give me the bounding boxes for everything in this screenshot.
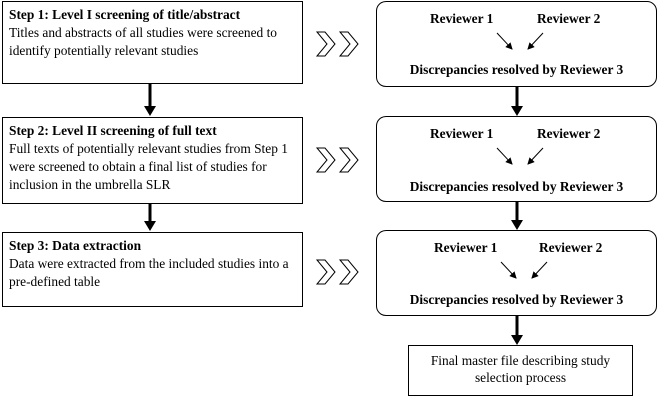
down-arrow-step1-step2 [144,84,156,116]
down-arrow-review1-review2 [511,87,523,116]
reviewer-2-label: Reviewer 2 [539,240,603,255]
review-box-1: Reviewer 1 Reviewer 2 Discrepancies reso… [376,1,657,87]
down-arrow-review3-final [511,316,523,345]
step-3-description: Data were extracted from the included st… [9,256,289,289]
down-arrow-step2-step3 [144,204,156,231]
reviewer-1-label: Reviewer 1 [430,11,494,26]
reviewer-convergence-arrows-3 [500,261,548,279]
double-chevron-icon [315,259,359,285]
final-master-file-box: Final master file describing study selec… [408,345,633,396]
reviewer-1-label: Reviewer 1 [434,240,498,255]
resolution-label: Discrepancies resolved by Reviewer 3 [409,179,624,194]
reviewer-2-label: Reviewer 2 [537,11,601,26]
reviewer-2-label: Reviewer 2 [537,126,601,141]
reviewer-1-label: Reviewer 1 [430,126,494,141]
resolution-label: Discrepancies resolved by Reviewer 3 [409,292,624,307]
step-1-description: Titles and abstracts of all studies were… [9,25,277,58]
resolution-label: Discrepancies resolved by Reviewer 3 [409,62,624,77]
double-chevron-icon [315,31,359,57]
step-1-title: Step 1: Level I screening of title/abstr… [9,7,241,22]
step-2-description: Full texts of potentially relevant studi… [9,141,288,192]
step-3-title: Step 3: Data extraction [9,238,142,253]
review-box-2: Reviewer 1 Reviewer 2 Discrepancies reso… [376,116,657,202]
step-1-box: Step 1: Level I screening of title/abstr… [2,1,303,84]
final-master-file-text: Final master file describing study selec… [430,353,611,385]
step-2-title: Step 2: Level II screening of full text [9,123,217,138]
review-box-3: Reviewer 1 Reviewer 2 Discrepancies reso… [376,230,657,316]
down-arrow-review2-review3 [511,202,523,230]
step-3-box: Step 3: Data extraction Data were extrac… [2,232,303,307]
reviewer-convergence-arrows-2 [496,147,544,165]
reviewer-convergence-arrows-1 [496,32,544,50]
double-chevron-icon [315,147,359,173]
step-2-box: Step 2: Level II screening of full text … [2,117,303,204]
